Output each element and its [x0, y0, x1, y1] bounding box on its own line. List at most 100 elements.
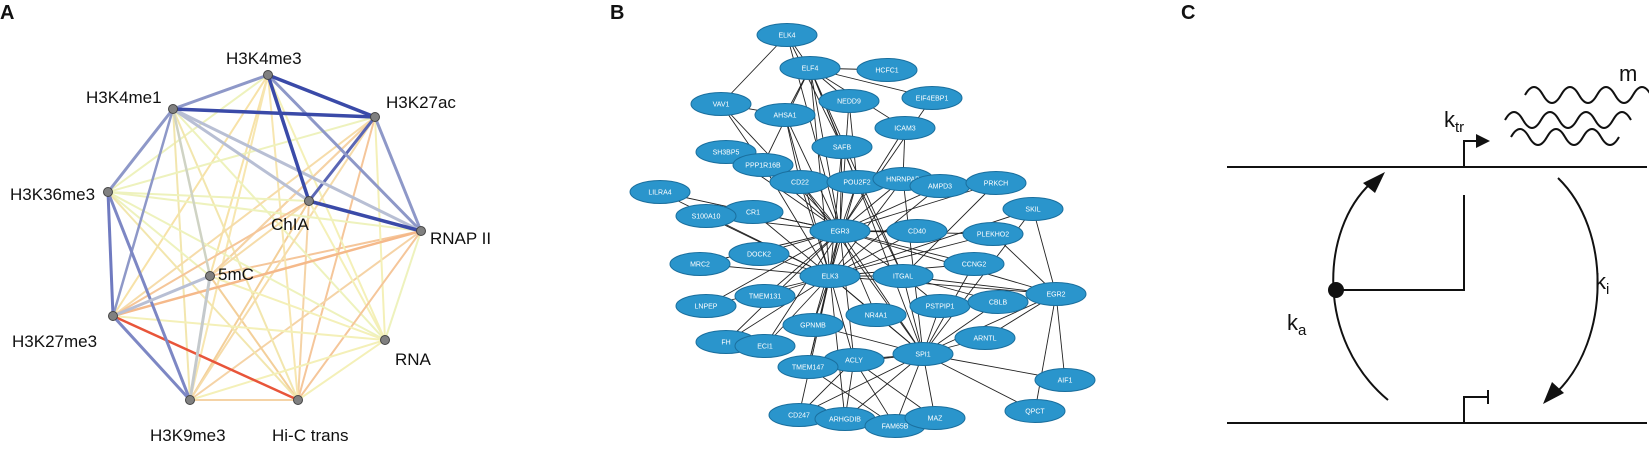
- edge-chia-5mc: [209, 200, 310, 277]
- gene-node-elk4: ELK4: [756, 23, 818, 47]
- edge-h3k27me3-5mc: [112, 274, 211, 318]
- gene-ellipse-tmem131: [734, 284, 796, 308]
- gene-ellipse-prkch: [965, 171, 1027, 195]
- edge-h3k4me3-chia: [266, 74, 311, 202]
- edge-h3k4me1-rnapii: [172, 107, 422, 233]
- gene-label-aif1: AIF1: [1058, 378, 1073, 385]
- edge-h3k36me3-h3k9me3: [106, 191, 192, 401]
- edge-h3k4me1-h3k9me3: [172, 108, 191, 401]
- gene-ellipse-itgal: [872, 264, 934, 288]
- panel-c-schematic: [1227, 86, 1649, 424]
- inactivation-arc: [1556, 177, 1599, 393]
- node-h3k36me3: [103, 187, 113, 197]
- edge-h3k27ac-rnapii: [373, 116, 423, 232]
- edge-elk3-fh: [725, 275, 831, 343]
- activation-arrowhead: [1363, 172, 1385, 193]
- ka-connector: [1336, 195, 1465, 291]
- edge-hic-h3k27ac: [297, 116, 376, 401]
- gene-ellipse-ppp1r16b: [732, 153, 794, 177]
- gene-node-lnpep: LNPEP: [675, 294, 737, 318]
- node-5mc: [205, 271, 215, 281]
- gene-label-ccng2: CCNG2: [962, 262, 987, 269]
- gene-label-skil: SKIL: [1025, 207, 1040, 214]
- gene-ellipse-ccng2: [943, 252, 1005, 276]
- node-h3k27ac: [370, 112, 380, 122]
- label-ktr: ktr: [1444, 107, 1464, 136]
- gene-label-elf4: ELF4: [802, 66, 819, 73]
- gene-node-nedd9: NEDD9: [818, 89, 880, 113]
- edge-egr3-acly: [839, 230, 855, 361]
- gene-label-s100a10: S100A10: [692, 214, 721, 221]
- edge-pou2f2-itgal: [856, 181, 904, 277]
- edge-h3k27me3-hic: [112, 314, 299, 402]
- gene-ellipse-qpct: [1004, 399, 1066, 423]
- node-label-hic: Hi-C trans: [272, 426, 349, 445]
- gene-label-lnpep: LNPEP: [695, 304, 718, 311]
- edge-safb-elk3: [829, 146, 843, 277]
- node-label-h3k9me3: H3K9me3: [150, 426, 226, 445]
- gene-label-hnrnpab: HNRNPAB: [886, 177, 920, 184]
- edge-h3k27ac-rna: [374, 116, 386, 341]
- edge-h3k4me1-hic: [172, 108, 299, 401]
- gene-node-prkch: PRKCH: [965, 171, 1027, 195]
- edge-egr3-lnpep: [705, 230, 841, 307]
- edge-itgal-spi1: [902, 275, 924, 355]
- edge-elk3-eci1: [764, 275, 831, 347]
- gene-label-pou2f2: POU2F2: [843, 180, 870, 187]
- node-label-5mc: 5mC: [218, 265, 254, 284]
- gene-node-ahsa1: AHSA1: [754, 103, 816, 127]
- mrna-wave-2: [1510, 128, 1620, 146]
- gene-label-lilra4: LILRA4: [648, 190, 671, 197]
- gene-node-arhgdib: ARHGDIB: [814, 407, 876, 431]
- gene-label-gpnmb: GPNMB: [800, 323, 826, 330]
- gene-label-arhgdib: ARHGDIB: [829, 417, 861, 424]
- gene-label-cr1: CR1: [746, 210, 760, 217]
- edge-5mc-rna: [209, 275, 386, 341]
- edge-elk3-acly: [829, 275, 855, 361]
- ka-dot: [1328, 282, 1344, 298]
- edge-skil-egr2: [1032, 208, 1057, 295]
- gene-ellipse-maz: [904, 406, 966, 430]
- node-label-chia: ChIA: [271, 215, 309, 234]
- edge-spi1-fam65b: [894, 353, 924, 427]
- gene-ellipse-eci1: [734, 334, 796, 358]
- gene-label-pstpip1: PSTPIP1: [926, 304, 955, 311]
- edge-hic-5mc: [209, 275, 299, 401]
- panel-letter-c: C: [1181, 2, 1195, 24]
- gene-node-spi1: SPI1: [892, 342, 954, 366]
- node-label-h3k27ac: H3K27ac: [386, 93, 456, 112]
- edge-h3k9me3-rna: [189, 339, 386, 401]
- gene-label-elk3: ELK3: [821, 274, 838, 281]
- edge-h3k4me3-h3k27ac: [267, 73, 376, 119]
- gene-node-elf4: ELF4: [779, 56, 841, 80]
- gene-ellipse-aif1: [1034, 368, 1096, 392]
- gene-ellipse-ahsa1: [754, 103, 816, 127]
- gene-ellipse-elf4: [779, 56, 841, 80]
- edge-ahsa1-elk3: [784, 114, 831, 277]
- gene-label-ampd3: AMPD3: [928, 184, 952, 191]
- gene-node-skil: SKIL: [1002, 197, 1064, 221]
- gene-node-pstpip1: PSTPIP1: [909, 294, 971, 318]
- gene-ellipse-nr4a1: [845, 303, 907, 327]
- gene-label-tmem147: TMEM147: [792, 365, 824, 372]
- gene-label-maz: MAZ: [928, 416, 944, 423]
- gene-ellipse-plekho2: [962, 222, 1024, 246]
- gene-ellipse-s100a10: [675, 204, 737, 228]
- edge-h3k36me3-chia: [107, 191, 310, 202]
- label-ka: ka: [1287, 310, 1307, 339]
- gene-ellipse-hcfc1: [856, 58, 918, 82]
- gene-label-eci1: ECI1: [757, 344, 773, 351]
- edge-chia-rnapii: [308, 199, 422, 233]
- gene-label-acly: ACLY: [845, 358, 863, 365]
- gene-node-mrc2: MRC2: [669, 252, 731, 276]
- node-label-rnapii: RNAP II: [430, 229, 491, 248]
- edge-5mc-rnapii: [209, 230, 422, 277]
- gene-ellipse-egr3: [809, 219, 871, 243]
- gene-label-vav1: VAV1: [713, 102, 730, 109]
- gene-ellipse-safb: [811, 135, 873, 159]
- edge-h3k27me3-h3k9me3: [111, 314, 192, 402]
- active-promoter-arrow: [1463, 140, 1478, 167]
- node-h3k4me1: [168, 104, 178, 114]
- edge-h3k4me3-5mc: [209, 74, 269, 277]
